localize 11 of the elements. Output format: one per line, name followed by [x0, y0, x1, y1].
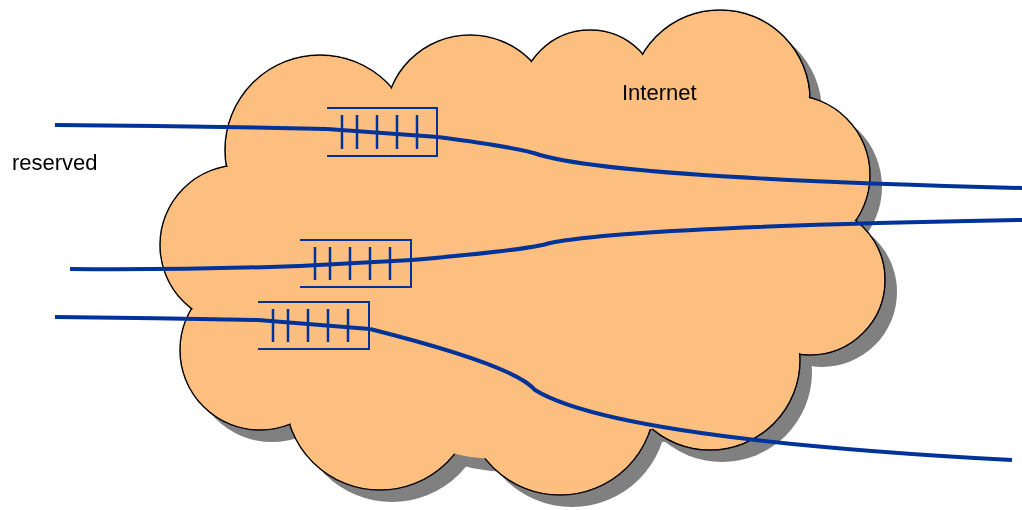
queue-drawing [300, 239, 412, 288]
flow-line [54, 315, 259, 322]
flow-line [55, 123, 328, 131]
flow-line [70, 264, 301, 272]
flow-line [411, 218, 1022, 262]
queue-drawing [327, 107, 438, 157]
side-label: reserved [12, 150, 98, 176]
flow-line [437, 135, 1022, 190]
queue-drawing [258, 301, 370, 350]
cloud-label: Internet [622, 80, 697, 106]
flow-line [369, 327, 1013, 462]
